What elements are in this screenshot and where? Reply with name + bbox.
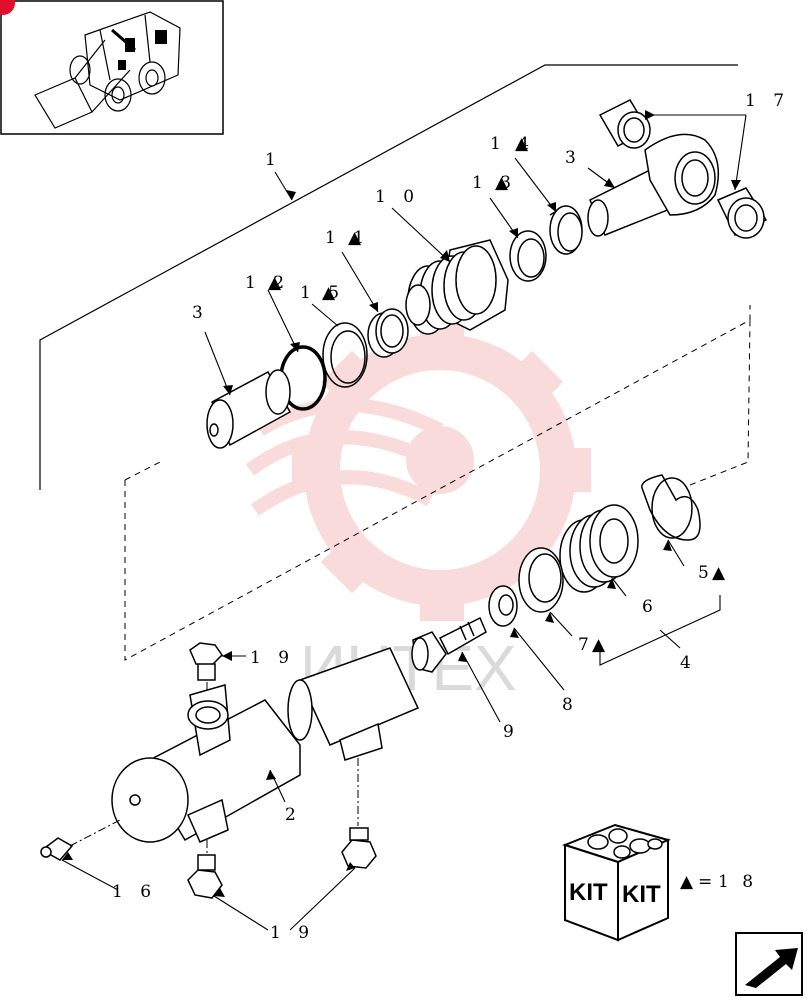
part-19-fitting-left[interactable] [187,854,223,899]
kit-box-icon: KIT KIT [562,823,671,942]
callout-16: 1 6 [112,882,157,902]
legend-symbol: ▲ [680,872,697,892]
next-page-arrow-button[interactable] [735,932,803,996]
kit-marker-14: ▲ [515,134,532,154]
kit-marker-13: ▲ [495,173,512,193]
part-9-bolt[interactable] [411,616,487,673]
part-19-fitting-top[interactable] [189,642,223,681]
callout-19-bottom: 1 9 [270,923,315,943]
kit-label-left: KIT [569,879,608,906]
callout-14: 1 4 [490,134,535,154]
part-11-ring[interactable] [367,308,409,358]
badge-icon [0,0,15,15]
callout-15: 1 5 [300,283,345,303]
part-6-seal[interactable] [559,504,639,593]
callout-3-piston: 3 [192,303,209,323]
callout-labels: 1 2 3 3 4 5 6 7 8 9 1 0 1 1 1 2 1 3 1 4 … [112,91,790,943]
arrow-icon [745,948,798,988]
part-3-piston[interactable] [206,369,292,449]
part-13-ring[interactable] [509,230,547,282]
arrowheads [62,110,741,897]
legend-value: 1 8 [718,872,757,892]
kit-marker-11: ▲ [348,228,365,248]
callout-10: 1 0 [375,187,420,207]
callout-13: 1 3 [472,173,517,193]
part-10-gland[interactable] [405,239,509,335]
callout-12: 1 2 [245,273,290,293]
kit-legend: ▲ = 1 8 [680,872,757,892]
callout-6: 6 [642,597,659,617]
callout-1: 1 [265,150,282,170]
part-3-rod-eye[interactable] [587,133,720,237]
part-19-fitting-right[interactable] [341,827,377,869]
callout-8: 8 [562,695,579,715]
callout-17: 1 7 [745,91,790,111]
kit-marker-7: ▲ [592,635,609,655]
part-16-grease-fitting[interactable] [40,837,74,861]
part-17-bushing-bottom[interactable] [716,187,768,239]
callout-7: 7 [578,635,595,655]
part-8-washer[interactable] [488,585,518,627]
callout-9: 9 [503,722,520,742]
callout-4: 4 [680,653,697,673]
kit-label-right: KIT [622,881,661,908]
callout-5: 5 [698,563,715,583]
legend-equals: = [698,872,716,892]
part-14-ring[interactable] [549,205,583,255]
kit-marker-icons: ▲ ▲ ▲ ▲ ▲ ▲ ▲ [268,134,729,655]
kit-marker-5: ▲ [712,563,729,583]
part-2-barrel[interactable] [111,647,420,843]
kit-marker-15: ▲ [322,283,339,303]
callout-3-rod: 3 [565,148,582,168]
kit-marker-12: ▲ [268,273,285,293]
center-lines [69,682,359,856]
bracket-4 [599,595,721,666]
part-7-ring[interactable] [518,547,564,613]
part-5-split-ring[interactable] [641,474,701,541]
part-15-ring[interactable] [322,322,368,388]
leader-lines [61,114,747,931]
dashed-enclosure [124,305,751,661]
callout-11: 1 1 [325,228,370,248]
skid-steer-icon [34,11,181,129]
callout-2: 2 [285,805,302,825]
assembly-bracket [39,64,738,490]
machine-thumbnail[interactable] [0,0,224,135]
callout-19-top: 1 9 [250,648,295,668]
part-17-bushing-top[interactable] [598,99,651,149]
